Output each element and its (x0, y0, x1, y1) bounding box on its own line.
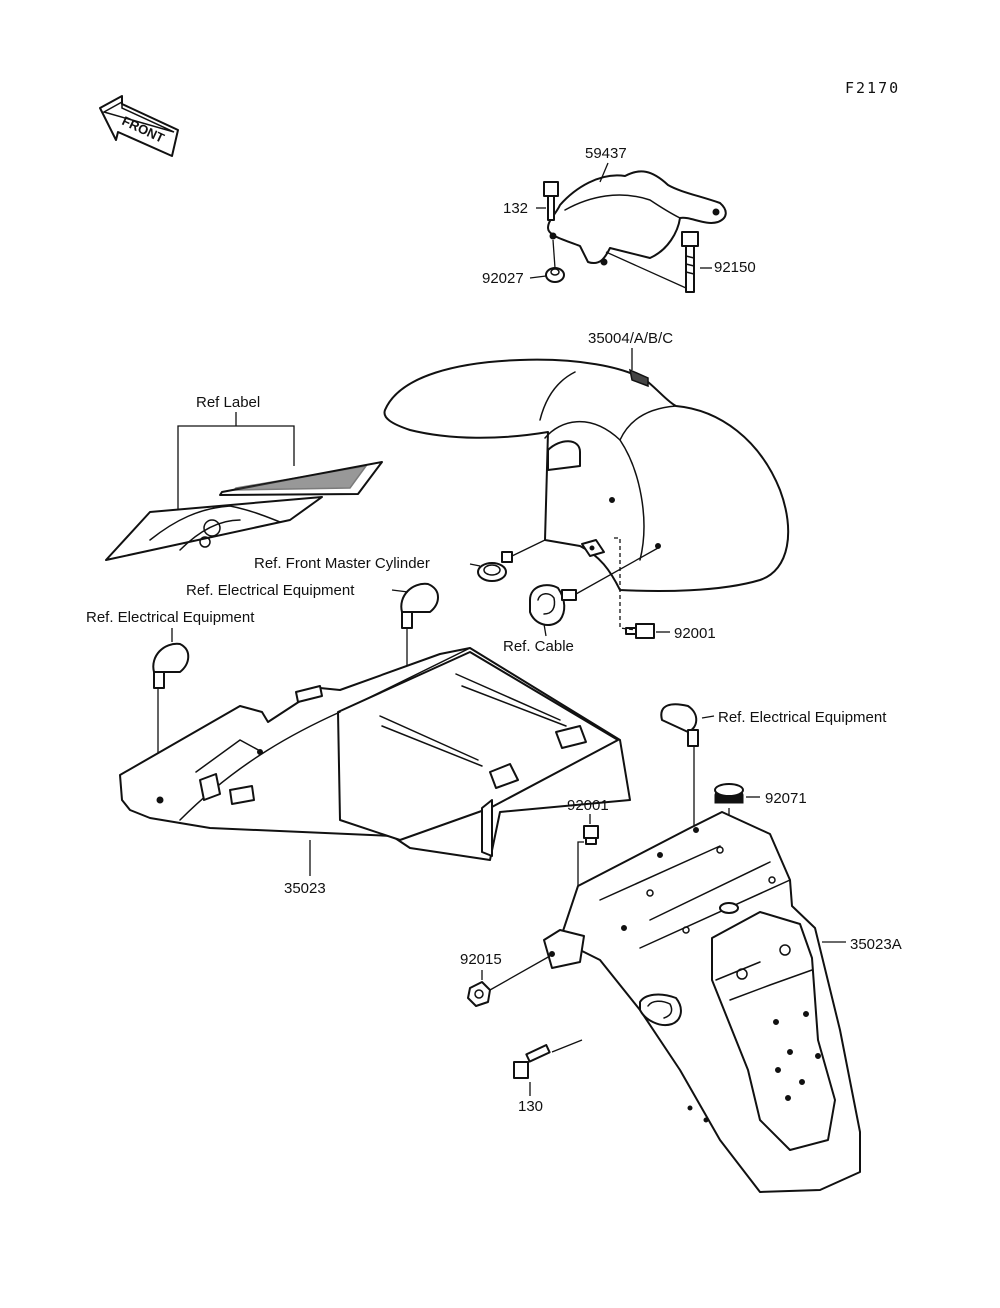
front-arrow-icon: FRONT (99, 95, 179, 157)
label-ref-label: Ref Label (196, 394, 260, 411)
label-92001-front: 92001 (674, 625, 716, 642)
label-ref-electrical-equipment-3: Ref. Electrical Equipment (718, 709, 887, 726)
rear-fender-35023A (543, 811, 861, 1193)
label-ref-electrical-equipment-1: Ref. Electrical Equipment (186, 582, 355, 599)
hose-clamp-icon (477, 551, 513, 582)
fender-tab-icon (581, 539, 605, 557)
wire-clamp-3-icon (660, 703, 699, 747)
nut-92027-icon (545, 267, 565, 283)
inner-rear-fender-35023 (119, 647, 631, 861)
label-ref-cable: Ref. Cable (503, 638, 574, 655)
label-132: 132 (503, 200, 528, 217)
label-92001-rear: 92001 (567, 797, 609, 814)
bolt-92001-rear-icon (583, 825, 599, 845)
cable-guide-icon (529, 584, 577, 627)
bolt-92001-front-icon (625, 623, 655, 639)
label-35023A: 35023A (850, 936, 902, 953)
label-ref-electrical-equipment-2: Ref. Electrical Equipment (86, 609, 255, 626)
bracket-59437 (547, 170, 727, 266)
grommet-92071-icon (714, 783, 744, 804)
label-130: 130 (518, 1098, 543, 1115)
wire-clamp-1-icon (400, 582, 439, 629)
figure-code: F2170 (845, 79, 900, 97)
label-92027: 92027 (482, 270, 524, 287)
nut-92015-icon (467, 981, 491, 1007)
wire-clamp-2-icon (152, 642, 190, 689)
label-35004: 35004/A/B/C (588, 330, 673, 347)
bolt-92150-icon (681, 231, 699, 293)
ref-label-decal-icon (105, 461, 383, 561)
label-92015: 92015 (460, 951, 502, 968)
label-92150: 92150 (714, 259, 756, 276)
label-ref-front-master-cylinder: Ref. Front Master Cylinder (254, 555, 430, 572)
label-35023: 35023 (284, 880, 326, 897)
bolt-130-icon (513, 1044, 551, 1079)
front-fender-35004 (383, 358, 790, 592)
label-92071: 92071 (765, 790, 807, 807)
bolt-132-icon (543, 181, 559, 221)
label-59437: 59437 (585, 145, 627, 162)
